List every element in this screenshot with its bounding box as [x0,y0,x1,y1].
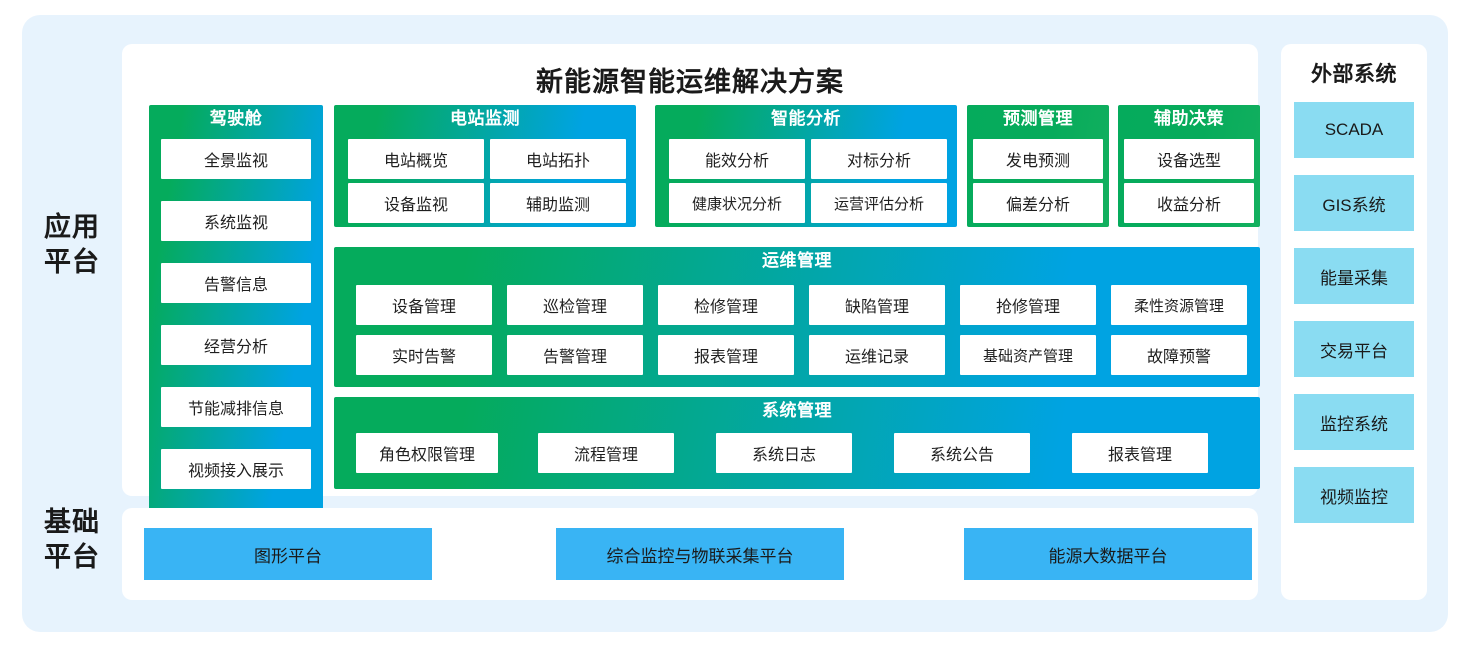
tile-sys-1[interactable]: 流程管理 [538,433,674,473]
tile-om-4[interactable]: 抢修管理 [960,285,1096,325]
module-intelligent-analysis: 智能分析 能效分析 对标分析 健康状况分析 运营评估分析 [655,105,957,227]
tile-sys-3[interactable]: 系统公告 [894,433,1030,473]
module-forecast-management: 预测管理 发电预测 偏差分析 [967,105,1109,227]
infrastructure-platform-card: 图形平台 综合监控与物联采集平台 能源大数据平台 [122,508,1258,600]
external-systems-card: 外部系统 SCADA GIS系统 能量采集 交易平台 监控系统 视频监控 [1281,44,1427,600]
ext-tile-trading[interactable]: 交易平台 [1294,321,1414,377]
module-cockpit-title: 驾驶舱 [209,109,263,128]
tile-om-9[interactable]: 运维记录 [809,335,945,375]
ext-tile-monitoring[interactable]: 监控系统 [1294,394,1414,450]
tile-om-5[interactable]: 柔性资源管理 [1111,285,1247,325]
tile-om-10[interactable]: 基础资产管理 [960,335,1096,375]
tile-cockpit-3[interactable]: 经营分析 [161,325,311,365]
module-om-management: 运维管理 设备管理 巡检管理 检修管理 缺陷管理 抢修管理 柔性资源管理 实时告… [334,247,1260,387]
tile-om-8[interactable]: 报表管理 [658,335,794,375]
tile-om-7[interactable]: 告警管理 [507,335,643,375]
external-systems-title: 外部系统 [1311,63,1397,86]
tier-label-application-line1: 应用 [44,212,100,242]
tile-sys-4[interactable]: 报表管理 [1072,433,1208,473]
tile-analysis-3[interactable]: 运营评估分析 [811,183,947,223]
infra-tile-1[interactable]: 综合监控与物联采集平台 [556,528,844,580]
application-platform-card: 新能源智能运维解决方案 驾驶舱 全景监视 系统监视 告警信息 经营分析 节能减排… [122,44,1260,519]
tile-forecast-0[interactable]: 发电预测 [973,139,1103,179]
tier-label-infrastructure-line2: 平台 [44,541,100,572]
ext-tile-energy[interactable]: 能量采集 [1294,248,1414,304]
tile-analysis-0[interactable]: 能效分析 [669,139,805,179]
tile-station-3[interactable]: 辅助监测 [490,183,626,223]
module-station-monitoring: 电站监测 电站概览 电站拓扑 设备监视 辅助监测 [334,105,636,227]
tile-decision-1[interactable]: 收益分析 [1124,183,1254,223]
infra-tile-0[interactable]: 图形平台 [144,528,432,580]
infra-tile-2[interactable]: 能源大数据平台 [964,528,1252,580]
tile-cockpit-4[interactable]: 节能减排信息 [161,387,311,427]
tile-om-11[interactable]: 故障预警 [1111,335,1247,375]
module-system-management: 系统管理 角色权限管理 流程管理 系统日志 系统公告 报表管理 [334,397,1260,489]
module-forecast-management-title: 预测管理 [1003,109,1073,128]
tile-om-1[interactable]: 巡检管理 [507,285,643,325]
ext-tile-scada[interactable]: SCADA [1294,102,1414,158]
module-system-management-title: 系统管理 [762,401,832,420]
module-intelligent-analysis-title: 智能分析 [771,109,841,128]
tile-sys-2[interactable]: 系统日志 [716,433,852,473]
tile-cockpit-5[interactable]: 视频接入展示 [161,449,311,489]
tile-analysis-2[interactable]: 健康状况分析 [669,183,805,223]
tier-label-infrastructure: 基础 平台 [24,505,120,574]
ext-tile-video[interactable]: 视频监控 [1294,467,1414,523]
tier-label-application: 应用 平台 [24,210,120,279]
tile-sys-0[interactable]: 角色权限管理 [356,433,498,473]
tile-station-2[interactable]: 设备监视 [348,183,484,223]
page-title: 新能源智能运维解决方案 [536,67,844,97]
module-om-management-title: 运维管理 [762,251,832,270]
tile-station-0[interactable]: 电站概览 [348,139,484,179]
tile-om-3[interactable]: 缺陷管理 [809,285,945,325]
tile-om-2[interactable]: 检修管理 [658,285,794,325]
tier-label-application-line2: 平台 [44,246,100,277]
ext-tile-gis[interactable]: GIS系统 [1294,175,1414,231]
tile-cockpit-2[interactable]: 告警信息 [161,263,311,303]
tile-om-6[interactable]: 实时告警 [356,335,492,375]
tile-analysis-1[interactable]: 对标分析 [811,139,947,179]
module-decision-support-title: 辅助决策 [1154,109,1224,128]
tile-cockpit-1[interactable]: 系统监视 [161,201,311,241]
module-station-monitoring-title: 电站监测 [450,109,520,128]
tile-forecast-1[interactable]: 偏差分析 [973,183,1103,223]
tile-cockpit-0[interactable]: 全景监视 [161,139,311,179]
tile-decision-0[interactable]: 设备选型 [1124,139,1254,179]
module-cockpit: 驾驶舱 全景监视 系统监视 告警信息 经营分析 节能减排信息 视频接入展示 [149,105,323,519]
module-decision-support: 辅助决策 设备选型 收益分析 [1118,105,1260,227]
tile-om-0[interactable]: 设备管理 [356,285,492,325]
tile-station-1[interactable]: 电站拓扑 [490,139,626,179]
tier-label-infrastructure-line1: 基础 [44,507,100,537]
